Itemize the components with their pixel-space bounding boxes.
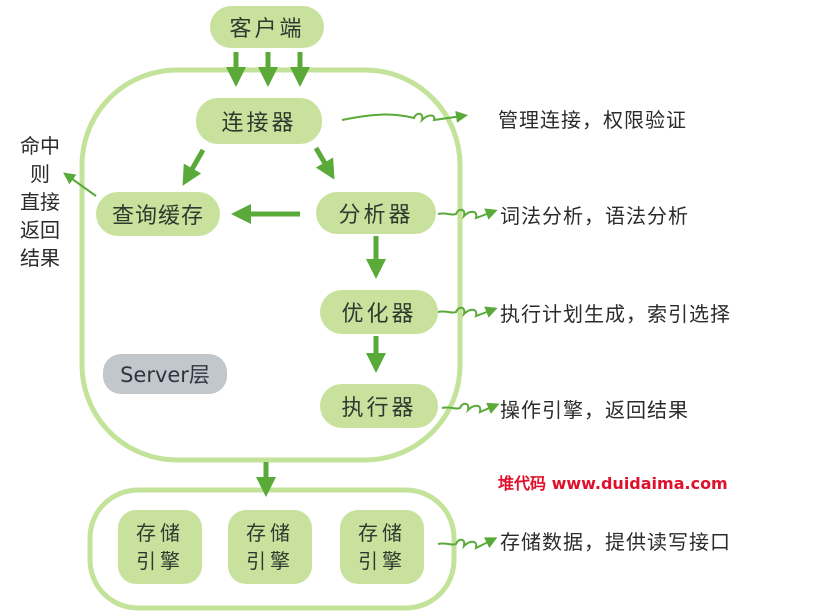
storage-engine-line2: 引擎 — [246, 549, 294, 573]
client-node: 客户端 — [210, 6, 324, 48]
storage-engine-line2: 引擎 — [136, 549, 184, 573]
storage-engine: 存储 引擎 — [340, 510, 424, 584]
optimizer-node: 优化器 — [320, 290, 438, 334]
client-to-connector-arrows — [226, 52, 310, 87]
cache-hit-note-line: 返回 — [20, 218, 60, 242]
analyzer-note: 词法分析，语法分析 — [500, 204, 689, 228]
analyzer-node: 分析器 — [316, 192, 436, 234]
annotation-arrows — [341, 110, 500, 550]
storage-engine: 存储 引擎 — [118, 510, 202, 584]
storage-note: 存储数据，提供读写接口 — [500, 530, 731, 554]
server-layer-label: Server层 — [103, 354, 227, 394]
executor-node: 执行器 — [320, 384, 438, 428]
cache-hit-note-line: 则 — [30, 162, 50, 186]
cache-hit-note-line: 结果 — [20, 246, 60, 270]
storage-engine-line1: 存储 — [358, 521, 406, 545]
storage-engine-line1: 存储 — [246, 521, 294, 545]
cache-hit-note-line: 命中 — [20, 134, 60, 158]
cache-hit-note-line: 直接 — [20, 190, 60, 214]
connector-note: 管理连接，权限验证 — [498, 108, 687, 132]
connector-to-cache-arrow — [182, 148, 206, 186]
storage-engine-line1: 存储 — [136, 521, 184, 545]
connector-to-analyzer-arrow — [313, 146, 335, 180]
storage-engine-line2: 引擎 — [358, 549, 406, 573]
watermark: 堆代码 www.duidaima.com — [498, 474, 728, 493]
storage-engine: 存储 引擎 — [228, 510, 312, 584]
cache-hit-return-arrow — [63, 172, 97, 197]
cache-hit-note: 命中 则 直接 返回 结果 — [18, 132, 62, 272]
connector-node: 连接器 — [196, 98, 322, 144]
query-cache-node: 查询缓存 — [96, 192, 220, 236]
executor-note: 操作引擎，返回结果 — [500, 398, 689, 422]
optimizer-note: 执行计划生成，索引选择 — [500, 302, 731, 326]
